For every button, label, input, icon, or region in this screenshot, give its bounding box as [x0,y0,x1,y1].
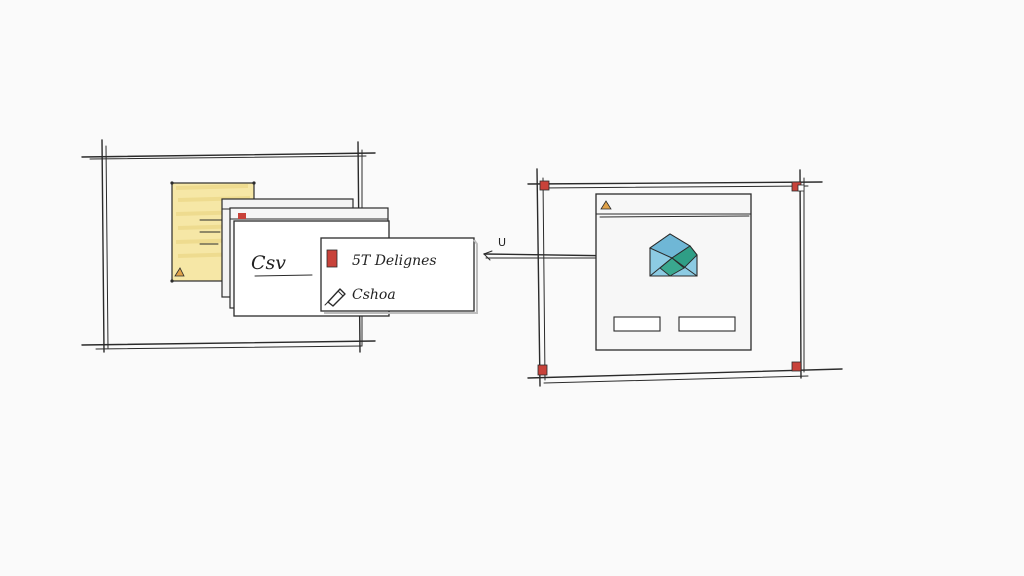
menu-item-cshoa[interactable]: Cshoa [324,287,396,307]
connector-label: U [498,236,506,249]
red-tag-icon [326,249,338,268]
pencil-icon [324,288,346,307]
menu-item-label: 5T Delignes [352,253,437,269]
corner-marker-icon [539,180,550,191]
dialog-window [595,193,752,351]
triangle-marker-icon [174,267,185,277]
dialog-button-right[interactable] [678,316,736,332]
window-close-dot-icon [238,213,246,219]
corner-marker-icon [791,361,802,372]
triangle-marker-icon [600,200,612,210]
menu-item-delignes[interactable]: 5T Delignes [326,249,437,269]
right-frame [527,168,843,387]
corner-marker-icon [537,364,548,376]
csv-card-label: Csv [251,252,286,274]
menu-item-label: Cshoa [352,287,396,303]
context-menu: 5T Delignes Cshoa [320,237,478,314]
dialog-button-left[interactable] [613,316,661,332]
envelope-shape-icon [648,233,698,277]
